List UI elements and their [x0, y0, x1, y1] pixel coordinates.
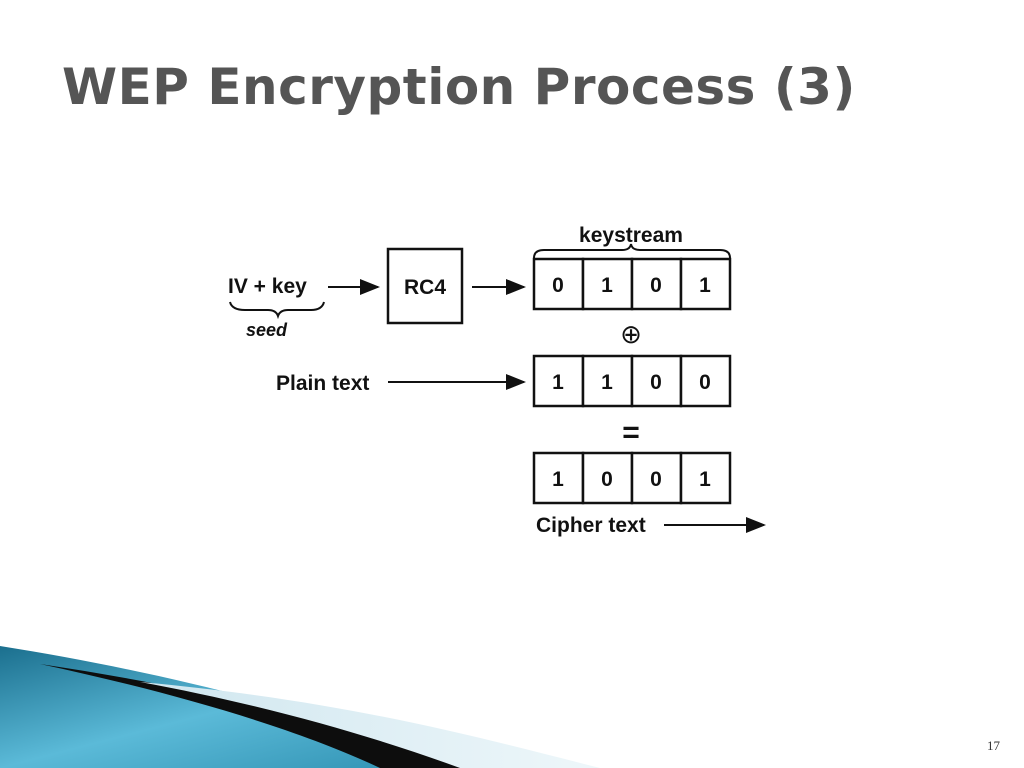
- keystream-bit: 1: [601, 274, 613, 297]
- plaintext-label: Plain text: [276, 372, 369, 395]
- ciphertext-bits-row: 1 0 0 1: [532, 451, 732, 505]
- keystream-brace: [533, 243, 731, 259]
- plaintext-bits-row: 1 1 0 0: [532, 354, 732, 408]
- plaintext-bit: 0: [699, 371, 711, 394]
- plaintext-bit: 0: [650, 371, 662, 394]
- seed-brace: [229, 301, 325, 320]
- slide-title: WEP Encryption Process (3): [62, 58, 856, 116]
- rc4-label: RC4: [404, 276, 446, 299]
- ciphertext-bit: 0: [650, 468, 662, 491]
- seed-label: seed: [246, 320, 288, 340]
- keystream-bits-row: 0 1 0 1: [532, 257, 732, 311]
- equals-symbol: =: [622, 416, 640, 449]
- ciphertext-bit: 1: [699, 468, 711, 491]
- keystream-label: keystream: [579, 224, 683, 247]
- ciphertext-bit: 1: [552, 468, 564, 491]
- input-label: IV + key: [228, 275, 307, 298]
- ciphertext-bit: 0: [601, 468, 613, 491]
- rc4-box: [386, 247, 464, 325]
- page-number: 17: [987, 738, 1000, 753]
- plaintext-bit: 1: [601, 371, 613, 394]
- keystream-bit: 0: [650, 274, 662, 297]
- keystream-bit: 0: [552, 274, 564, 297]
- keystream-bit: 1: [699, 274, 711, 297]
- xor-symbol: ⊕: [620, 320, 642, 350]
- ciphertext-label: Cipher text: [536, 514, 646, 537]
- plaintext-bit: 1: [552, 371, 564, 394]
